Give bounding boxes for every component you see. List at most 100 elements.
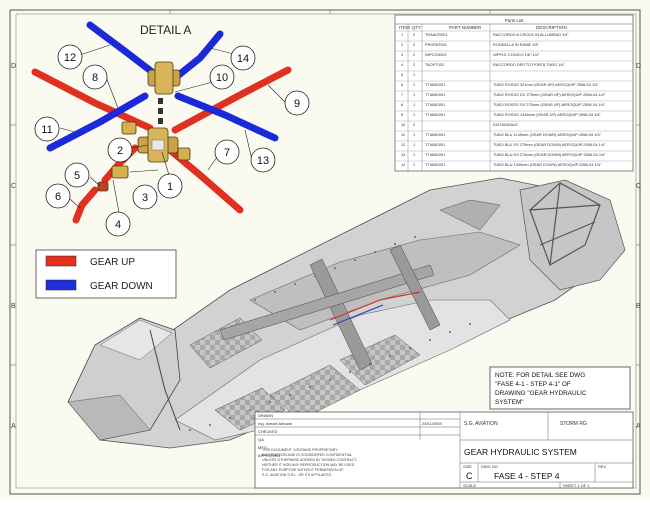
balloon-13 (250, 147, 276, 173)
hose-gear-up-8 (31, 68, 154, 132)
title-block-label: APPROVED (258, 453, 280, 458)
border-letter: C (11, 183, 16, 190)
balloon-12 (57, 44, 83, 70)
parts-cell-item: 8 (401, 102, 403, 107)
title-block-label: SHEET 1 OF 1 (563, 483, 590, 488)
title-block-label: SCALE (463, 483, 476, 488)
balloon-7 (214, 139, 240, 165)
title-block-label: REV (598, 464, 607, 469)
parts-cell-qty: 1 (413, 112, 415, 117)
hose-gear-up-6 (72, 186, 99, 224)
drawing-title: GEAR HYDRAULIC SYSTEM (464, 447, 577, 457)
balloon-label: 9 (294, 98, 300, 110)
parts-cell-item: 4 (401, 62, 404, 67)
column-header: DESCRIPTION (536, 25, 567, 30)
spacer-icon (158, 98, 163, 104)
drawing-note: NOTE: FOR DETAIL SEE DWG "FASE 4-1 - STE… (489, 366, 631, 410)
parts-cell-desc: TUBO ROSSO 1345mm (GEAR UP) AEROQUIP 255… (493, 112, 602, 117)
legend-label-gear-up: GEAR UP (90, 257, 135, 268)
legend-swatch-gear-up (45, 255, 77, 267)
parts-cell-item: 11 (401, 132, 405, 137)
balloon-5 (64, 162, 90, 188)
balloon-label: 10 (216, 72, 228, 84)
confidential-notice: NEITHER IT NOR ANY REPRODUCTION MAY BE U… (262, 463, 355, 467)
parts-cell-desc: RACCORDO DRITTO PORTA TUBO 1/4" (493, 62, 565, 67)
parts-cell-item: 12 (401, 142, 405, 147)
title-block-label: DWG NO (481, 464, 498, 469)
confidential-notice: FOR ANY PURPOSE WITHOUT PERMISSION OF (262, 468, 344, 472)
balloon-label: 8 (92, 72, 98, 84)
parts-cell-qty: 2 (413, 42, 415, 47)
parts-cell-qty: 2 (413, 122, 415, 127)
border-letter: C (636, 183, 641, 190)
parts-cell-qty: 1 (413, 102, 415, 107)
parts-cell-item: 10 (401, 122, 406, 127)
hose-gear-down-14 (171, 30, 224, 82)
balloon-3 (132, 184, 158, 210)
title-block-label: SIZE (463, 464, 472, 469)
hose-gear-down-11 (46, 92, 149, 152)
confidential-notice: INFORMATION AND IS CONSIDERED CONFIDENTI… (262, 453, 353, 457)
parts-cell-item: 3 (401, 52, 403, 57)
legend: GEAR UP GEAR DOWN (35, 249, 177, 299)
parts-cell-qty: 1 (413, 132, 415, 137)
parts-cell-pn: NIPCON002 (425, 52, 447, 57)
parts-cell-qty: 1 (413, 152, 415, 157)
balloon-label: 14 (237, 53, 249, 65)
parts-cell-desc: TUBO BLU 1345mm (GEAR DOWN) AEROQUIP 255… (493, 162, 602, 167)
border-letter: B (11, 303, 16, 310)
parts-cell-item: 13 (401, 152, 405, 157)
drawn-by: Ing. Ismael Adhami (258, 421, 292, 426)
parts-cell-qty: 2 (413, 62, 415, 67)
parts-cell-item: 1 (401, 32, 403, 37)
parts-cell-pn: TTIABD001 (425, 112, 445, 117)
sheet-border (9, 9, 641, 495)
parts-cell-qty: 1 (413, 92, 415, 97)
balloon-9 (284, 90, 310, 116)
border-letter: A (11, 423, 16, 430)
balloon-10 (209, 64, 235, 90)
balloon-11 (34, 116, 60, 142)
hydraulic-detail: 1 2 3 4 5 6 7 8 9 10 11 12 13 14 (31, 21, 310, 237)
column-header: QTY (412, 25, 421, 30)
parts-cell-desc: TUBO ROSSO SX 275mm (GEAR UP) AEROQUIP 2… (493, 102, 606, 107)
parts-cell-qty: 1 (413, 72, 415, 77)
parts-cell-desc: TUBO BLU 1145mm (GEAR DOWN) AEROQUIP 255… (493, 132, 602, 137)
detail-title: DETAIL A (140, 23, 191, 37)
parts-cell-pn: TTIABD001 (425, 82, 445, 87)
parts-cell-item: 6 (401, 82, 403, 87)
column-header: PART NUMBER (449, 25, 482, 30)
parts-cell-pn: TTIABD001 (425, 102, 445, 107)
parts-cell-desc: NIPPLE CONICO 1/8"-1/4" (493, 52, 540, 57)
legend-label-gear-down: GEAR DOWN (90, 281, 153, 292)
border-letter: A (636, 423, 641, 430)
parts-cell-desc: TUBO BLU SX 275mm (GEAR DOWN) AEROQUIP 2… (493, 142, 606, 147)
parts-cell-item: 14 (401, 162, 406, 167)
parts-cell-desc: TUBO ROSSO 321mm (GEAR UP) AEROQUIP 2556… (493, 82, 599, 87)
balloon-14 (230, 45, 256, 71)
balloon-label: 13 (257, 155, 269, 167)
parts-cell-pn: TTIABD001 (425, 152, 445, 157)
balloon-label: 11 (41, 124, 52, 136)
parts-cell-desc: TUBO ROSSO DX 275mm (GEAR UP) AEROQUIP 2… (493, 92, 606, 97)
washer-fitting (97, 181, 109, 192)
title-block-label: QA (258, 437, 264, 442)
confidential-notice: S.G. AVIATION S.R.L. OR ITS AFFILIATES. (262, 473, 332, 477)
parts-cell-pn: TTIABD001 (425, 162, 445, 167)
parts-cell-item: 5 (401, 72, 403, 77)
legend-swatch-gear-down (45, 279, 77, 291)
parts-list-title: Parts List (505, 18, 525, 23)
product-name: STORM RG (560, 421, 587, 427)
parts-cell-item: 7 (401, 92, 403, 97)
parts-cell-pn: TTIABD001 (425, 132, 445, 137)
parts-cell-qty: 1 (413, 162, 415, 167)
border-letter: D (11, 63, 16, 70)
balloon-8 (82, 64, 108, 90)
confidential-notice: THIS DOCUMENT CONTAINS PROPRIETARY (262, 448, 338, 452)
title-block-label: DRAWN (258, 413, 273, 418)
title-block: DRAWN Ing. Ismael Adhami 29/11/2009 S.G.… (254, 411, 634, 489)
parts-cell-qty: 2 (413, 32, 415, 37)
note-line: "FASE 4-1 - STEP 4-1" OF (495, 381, 571, 388)
parts-cell-item: 2 (401, 42, 403, 47)
